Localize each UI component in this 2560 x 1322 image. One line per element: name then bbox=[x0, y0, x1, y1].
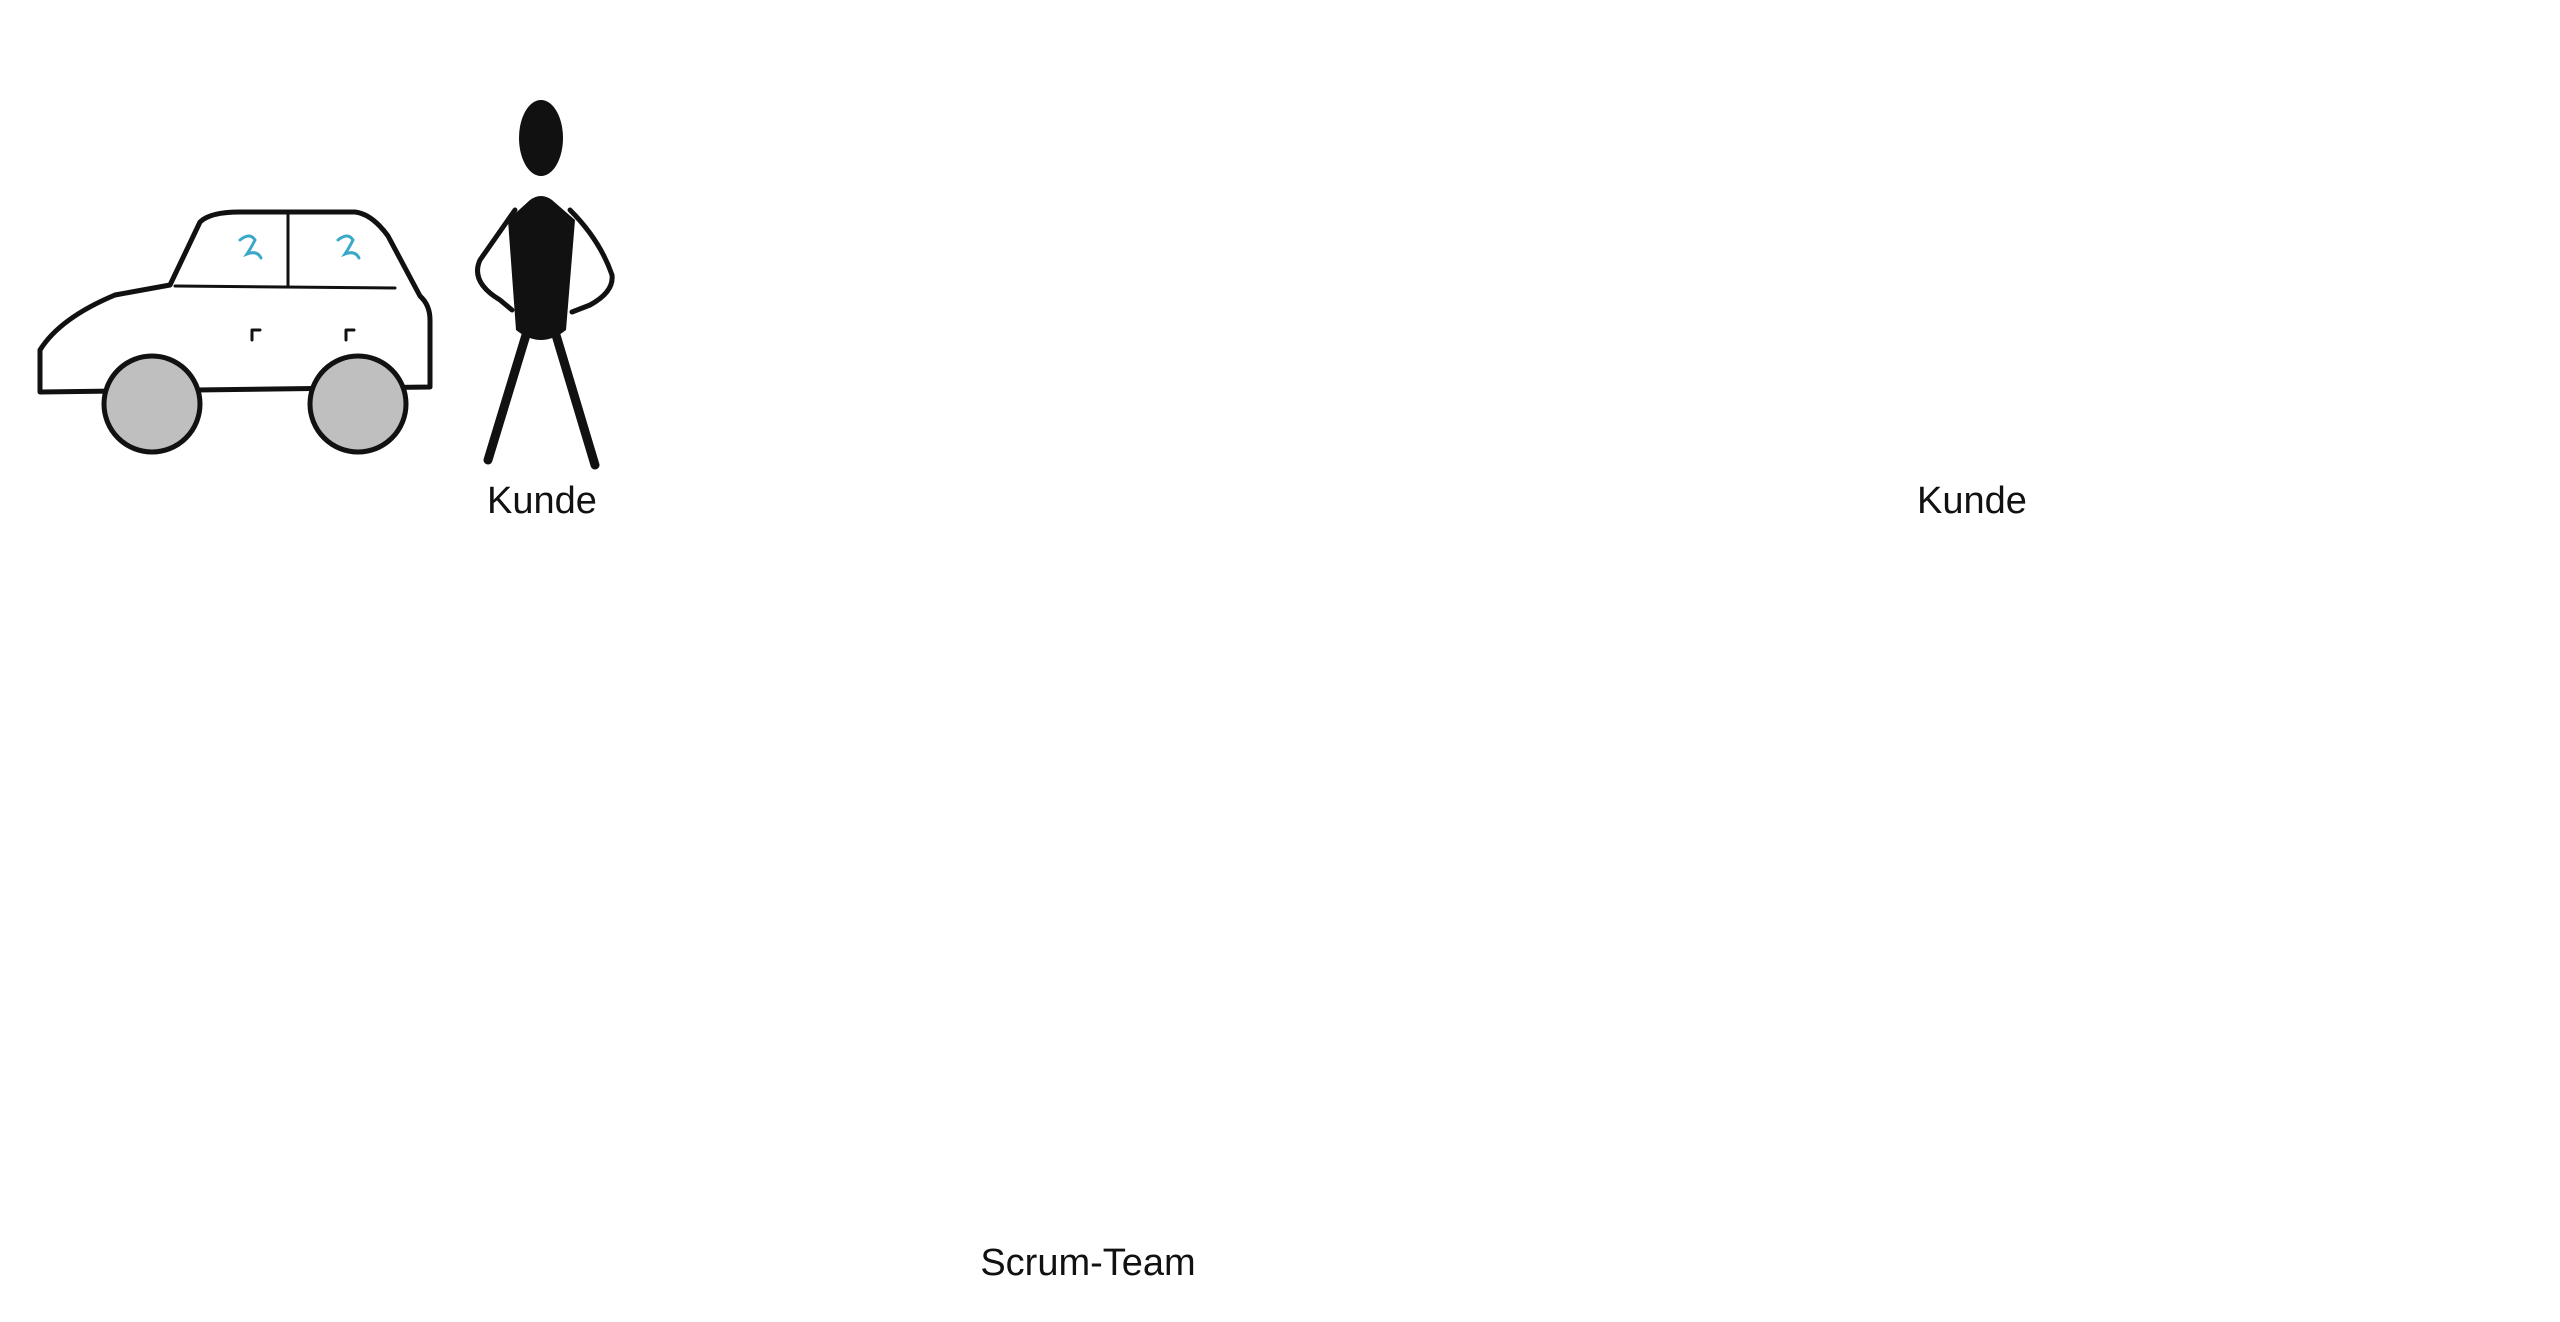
scrum-team-label: Scrum-Team bbox=[980, 1242, 1196, 1284]
customer-label-right: Kunde bbox=[1917, 480, 2027, 522]
customer-figure-left bbox=[475, 100, 615, 470]
customer-label-left: Kunde bbox=[487, 480, 597, 522]
family-car bbox=[37, 209, 433, 455]
car-wheel-rear bbox=[307, 353, 409, 455]
car-wheel-front bbox=[101, 353, 203, 455]
